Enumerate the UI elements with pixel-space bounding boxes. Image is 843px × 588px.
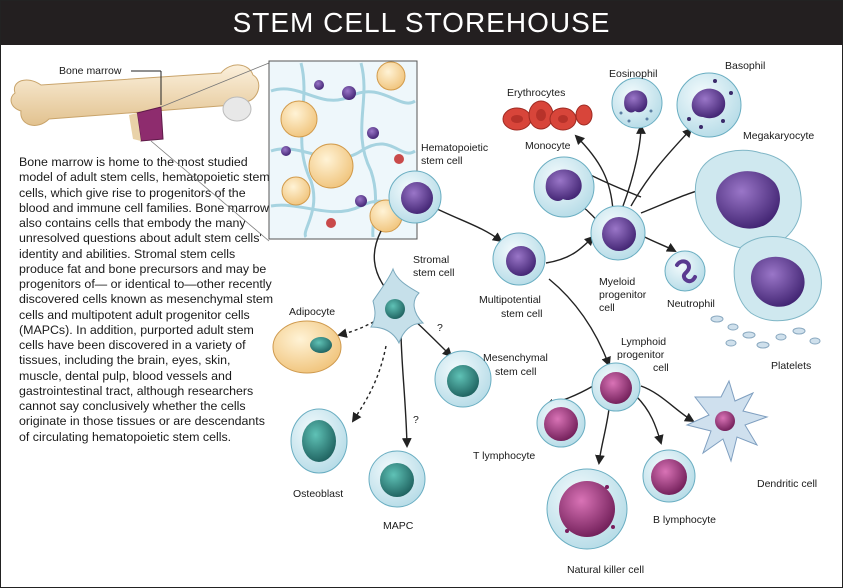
megakaryocyte-cells	[694, 149, 822, 322]
label-monocyte: Monocyte	[525, 140, 571, 152]
erythrocyte-cells	[502, 100, 593, 131]
b-lymphocyte-cell	[642, 449, 696, 503]
label-mesenchymal-2: stem cell	[495, 366, 536, 378]
label-lymphoid-3: cell	[653, 362, 669, 374]
label-adipocyte: Adipocyte	[289, 306, 335, 318]
label-erythrocytes: Erythrocytes	[507, 87, 565, 99]
label-stromal-2: stem cell	[413, 267, 454, 279]
label-natural-killer: Natural killer cell	[567, 564, 644, 576]
adipocyte-cell	[272, 320, 342, 374]
label-osteoblast: Osteoblast	[293, 488, 343, 500]
intro-paragraph: Bone marrow is home to the most studied …	[19, 155, 274, 444]
label-megakaryocyte: Megakaryocyte	[743, 130, 814, 142]
myeloid-progenitor-cell	[590, 205, 646, 261]
stromal-stem-cell	[370, 267, 425, 345]
label-eosinophil: Eosinophil	[609, 68, 657, 80]
dendritic-cell	[685, 379, 769, 463]
label-b-lymphocyte: B lymphocyte	[653, 514, 716, 526]
label-lymphoid-1: Lymphoid	[621, 336, 666, 348]
multipotential-stem-cell	[492, 232, 546, 286]
label-myeloid-1: Myeloid	[599, 276, 635, 288]
label-myeloid-3: cell	[599, 302, 615, 314]
lymphoid-progenitor-cell	[591, 362, 641, 412]
label-dendritic: Dendritic cell	[757, 478, 817, 490]
monocyte-cell	[533, 156, 595, 218]
figure-title: STEM CELL STOREHOUSE	[232, 7, 611, 38]
label-myeloid-2: progenitor	[599, 289, 647, 301]
question-mark-mesenchymal: ?	[437, 322, 443, 334]
osteoblast-cell	[290, 408, 348, 474]
platelet-cells	[710, 315, 821, 349]
label-platelets: Platelets	[771, 360, 811, 372]
question-mark-mapc: ?	[413, 414, 419, 426]
label-stromal-1: Stromal	[413, 254, 449, 266]
label-lymphoid-2: progenitor	[617, 349, 665, 361]
neutrophil-cell	[664, 250, 706, 292]
label-neutrophil: Neutrophil	[667, 298, 715, 310]
hematopoietic-stem-cell	[388, 170, 442, 224]
natural-killer-cell	[546, 468, 628, 550]
basophil-cell	[676, 72, 742, 138]
label-hsc-1: Hematopoietic	[421, 142, 488, 154]
zoom-line-top	[160, 62, 270, 108]
mesenchymal-stem-cell	[434, 350, 492, 408]
label-hsc-2: stem cell	[421, 155, 462, 167]
label-multipotential-1: Multipotential	[479, 294, 541, 306]
t-lymphocyte-cell	[536, 398, 586, 448]
mapc-cell	[368, 450, 426, 508]
label-mapc: MAPC	[383, 520, 414, 532]
zoom-line-bottom	[150, 140, 270, 242]
label-basophil: Basophil	[725, 60, 765, 72]
uncertain-arrows	[337, 318, 387, 423]
eosinophil-cell	[611, 77, 663, 129]
label-bone-marrow: Bone marrow	[59, 65, 122, 77]
label-mesenchymal-1: Mesenchymal	[483, 352, 548, 364]
label-t-lymphocyte: T lymphocyte	[473, 450, 535, 462]
bone-illustration	[10, 64, 260, 142]
label-multipotential-2: stem cell	[501, 308, 542, 320]
title-banner: STEM CELL STOREHOUSE	[1, 1, 842, 45]
